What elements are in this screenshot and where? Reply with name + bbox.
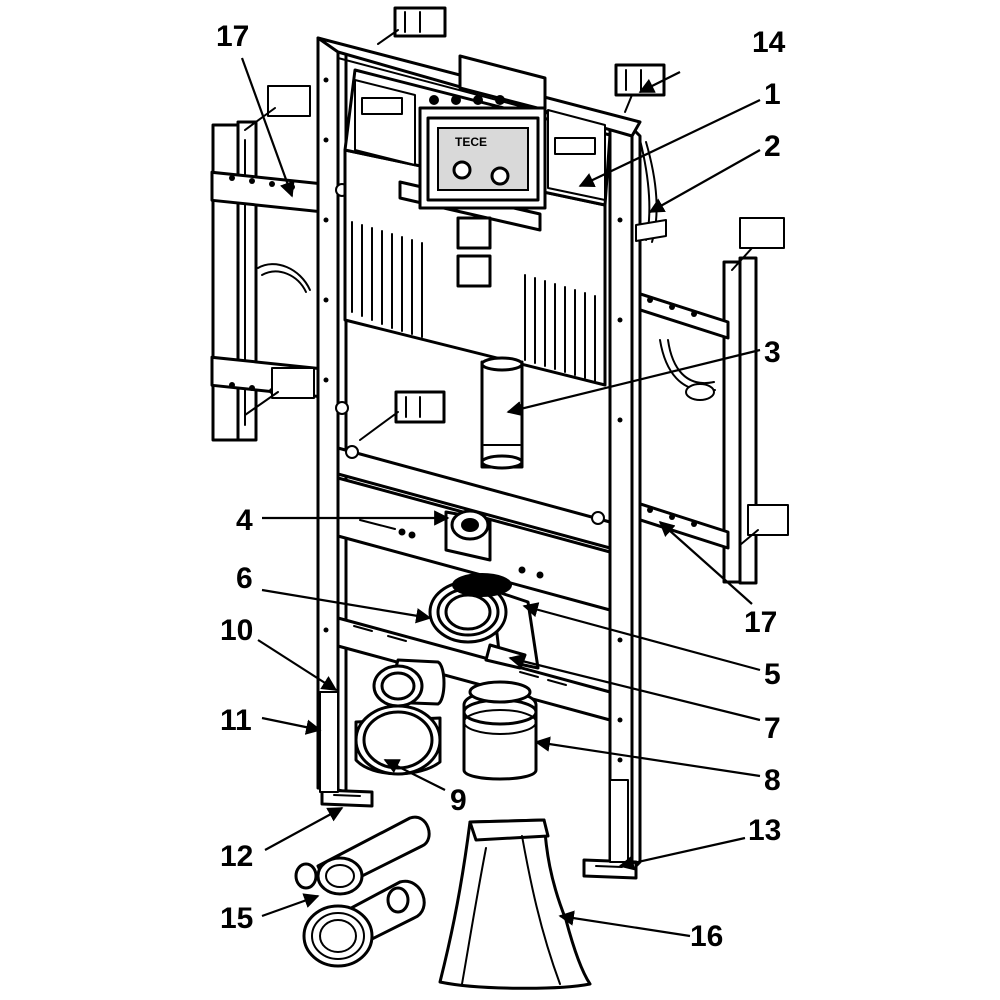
connection-elbow [354, 658, 446, 776]
callout-label-10: 10 [220, 614, 253, 647]
protective-cover-bag [438, 818, 592, 990]
callout-label-12: 12 [220, 840, 253, 873]
callout-label-16: 16 [690, 920, 723, 953]
wall-clamp-top-right [614, 63, 666, 113]
height-adjust-foot-left [319, 691, 374, 808]
drain-adapter [462, 680, 538, 781]
wall-clamp-middle [359, 390, 446, 441]
callout-label-9: 9 [450, 784, 467, 817]
callout-label-8: 8 [764, 764, 781, 797]
callout-label-7: 7 [764, 712, 781, 745]
callout-label-5: 5 [764, 658, 781, 691]
callout-label-2: 2 [764, 130, 781, 163]
wall-clamp-top-left [377, 6, 447, 45]
callout-label-6: 6 [236, 562, 253, 595]
left-wall-bracket [210, 85, 322, 442]
callout-label-15: 15 [220, 902, 253, 935]
callout-label-3: 3 [764, 336, 781, 369]
flush-pipe-connectors [294, 815, 431, 968]
brand-logo: TECE [455, 135, 487, 149]
callout-label-1: 1 [764, 78, 781, 111]
callout-lines [240, 57, 761, 938]
cistern: TECE [343, 54, 612, 387]
callout-label-4: 4 [236, 504, 253, 537]
callout-label-17-top: 17 [216, 20, 249, 53]
callout-label-13: 13 [748, 814, 781, 847]
callout-label-17-right: 17 [744, 606, 777, 639]
callout-label-14: 14 [752, 26, 786, 59]
callout-label-11: 11 [220, 704, 252, 737]
right-wall-bracket [626, 217, 789, 585]
water-inlet-fitting [444, 509, 492, 562]
supply-hose [635, 139, 667, 243]
flush-pipe [480, 356, 524, 470]
